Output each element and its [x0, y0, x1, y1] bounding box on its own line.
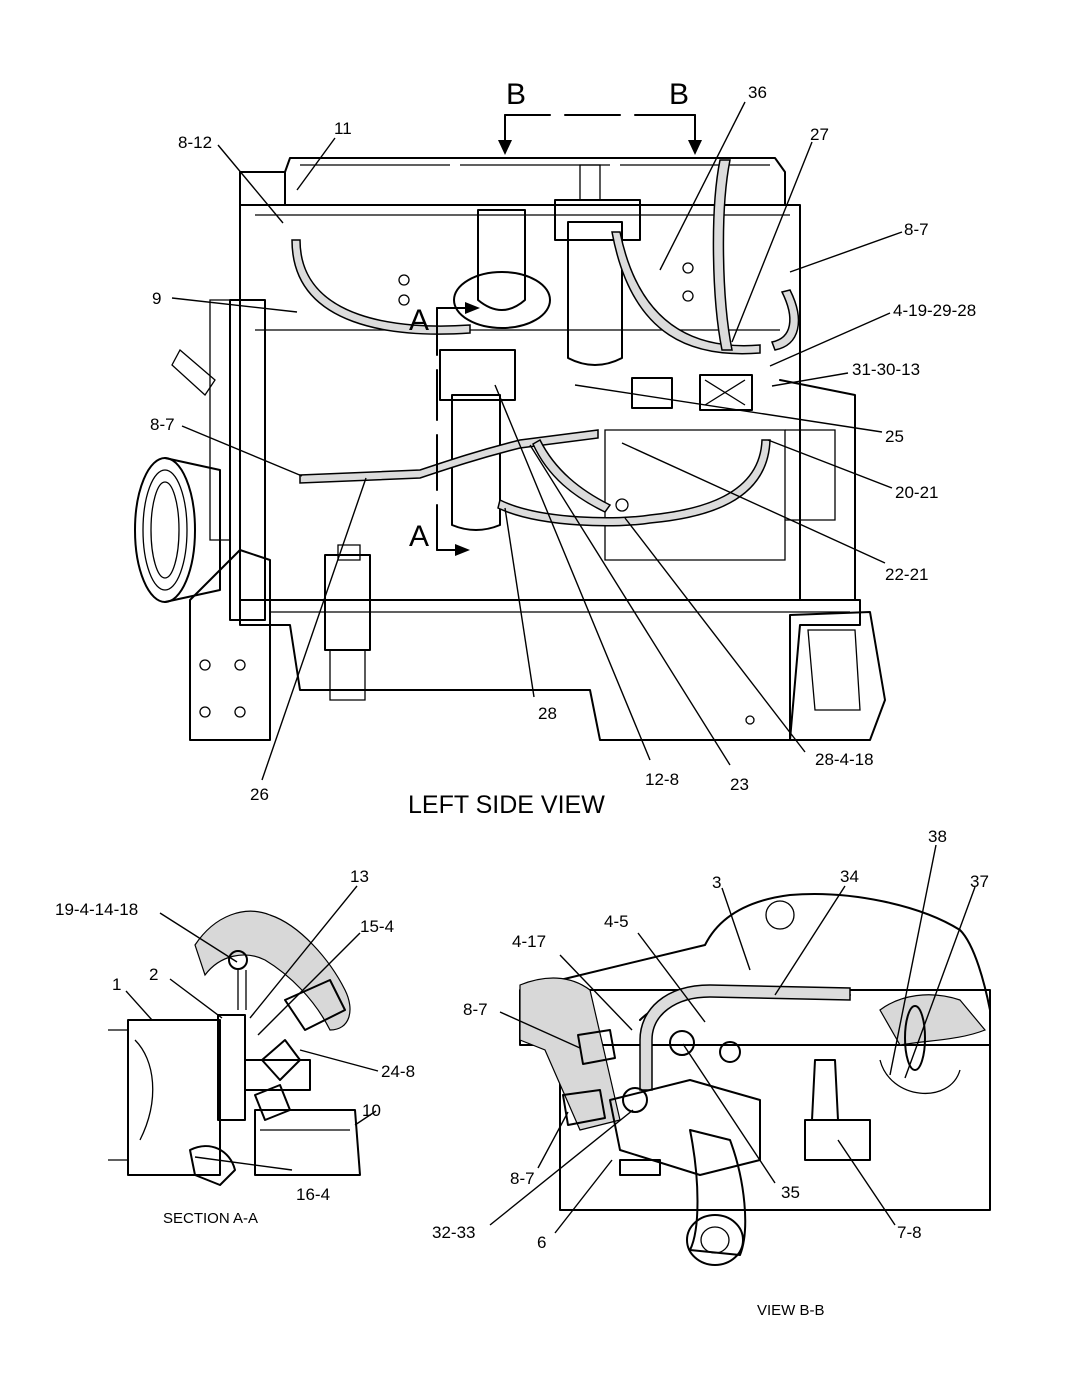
left-side-view-drawing [134, 157, 886, 741]
callout-3: 3 [712, 873, 721, 892]
section-bb-marker: B B [498, 78, 702, 155]
crank-pulley [134, 457, 221, 603]
callout-24-8: 24-8 [381, 1062, 415, 1081]
left-side-view-title: LEFT SIDE VIEW [408, 791, 605, 819]
callout-16-4: 16-4 [296, 1185, 330, 1204]
section-aa-leader-lines [125, 885, 379, 1171]
callout-25: 25 [885, 427, 904, 446]
callout-19-4-14-18: 19-4-14-18 [55, 900, 138, 919]
callout-37: 37 [970, 872, 989, 891]
section-aa-title: SECTION A-A [163, 1210, 258, 1227]
callout-31-30-13: 31-30-13 [852, 360, 920, 379]
left-side-callouts: 8-12 11 36 27 8-7 9 4-19-29-28 31-30-13 … [150, 83, 976, 804]
section-b-right-label: B [669, 78, 689, 111]
callout-10: 10 [362, 1101, 381, 1120]
section-b-left-label: B [506, 78, 526, 111]
callout-32-33: 32-33 [432, 1223, 475, 1242]
callout-23: 23 [730, 775, 749, 794]
callout-8-7-bb-lower: 8-7 [510, 1169, 535, 1188]
callout-8-12: 8-12 [178, 133, 212, 152]
callout-28: 28 [538, 704, 557, 723]
view-bb-leader-lines [489, 844, 976, 1234]
callout-6: 6 [537, 1233, 546, 1252]
callout-27: 27 [810, 125, 829, 144]
callout-38: 38 [928, 827, 947, 846]
callout-8-7-left: 8-7 [150, 415, 175, 434]
callout-34: 34 [840, 867, 859, 886]
callout-12-8: 12-8 [645, 770, 679, 789]
callout-35: 35 [781, 1183, 800, 1202]
callout-11: 11 [334, 119, 352, 138]
callout-7-8: 7-8 [897, 1223, 922, 1242]
section-a-bottom-label: A [409, 520, 429, 553]
callout-9: 9 [152, 289, 161, 308]
callout-36: 36 [748, 83, 767, 102]
callout-8-7-top-right: 8-7 [904, 220, 929, 239]
left-side-leader-lines [171, 101, 903, 781]
callout-13: 13 [350, 867, 369, 886]
view-bb-title: VIEW B-B [757, 1302, 825, 1319]
callout-26: 26 [250, 785, 269, 804]
callout-20-21: 20-21 [895, 483, 938, 502]
callout-28-4-18: 28-4-18 [815, 750, 874, 769]
callout-22-21: 22-21 [885, 565, 928, 584]
section-aa-marker: A A [409, 302, 480, 556]
section-aa-drawing [108, 910, 361, 1186]
callout-1: 1 [112, 975, 121, 994]
callout-2: 2 [149, 965, 158, 984]
section-aa-callouts: 13 19-4-14-18 15-4 2 1 24-8 10 16-4 [55, 867, 415, 1204]
section-a-top-label: A [409, 304, 429, 337]
view-bb-drawing [519, 893, 991, 1266]
callout-8-7-bb-upper: 8-7 [463, 1000, 488, 1019]
callout-4-19-29-28: 4-19-29-28 [893, 301, 976, 320]
callout-4-5: 4-5 [604, 912, 629, 931]
view-bb-callouts: 38 3 34 37 4-17 4-5 8-7 8-7 35 32-33 6 7… [432, 827, 989, 1252]
callout-4-17: 4-17 [512, 932, 546, 951]
callout-15-4: 15-4 [360, 917, 394, 936]
